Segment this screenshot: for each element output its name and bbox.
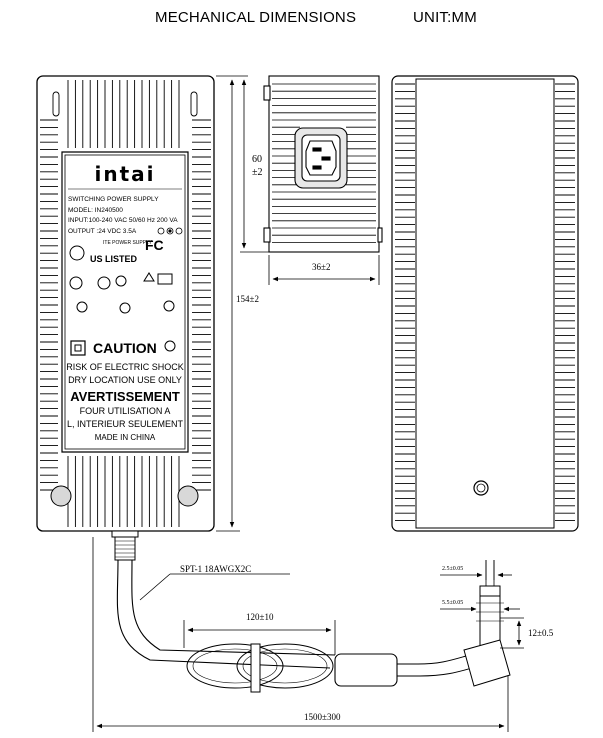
fcc-mark: FC	[145, 237, 164, 253]
plug-pin	[485, 560, 495, 586]
cable-tie-dim-text: 120±10	[246, 612, 274, 622]
top-fins	[67, 80, 180, 148]
cable-tie	[250, 643, 261, 693]
warning-line-2: DRY LOCATION USE ONLY	[68, 375, 182, 385]
label-line-3: INPUT:100-240 VAC 50/60 Hz 200 VA	[68, 217, 178, 224]
cord-coil-2	[236, 643, 334, 689]
cable-length-dim-text: 1500±300	[304, 712, 341, 722]
connector-height-tol: ±2	[252, 167, 263, 178]
v-mark-icon	[164, 340, 176, 352]
nom-mark-icon	[163, 300, 175, 312]
label-frame	[61, 151, 189, 453]
plug-length-dim-text: 12±0.5	[528, 628, 554, 638]
label-line-1: SWITCHING POWER SUPPLY	[68, 196, 159, 203]
dimension-lines	[92, 75, 524, 732]
ul-mark-icon	[69, 245, 85, 261]
warning-fr-line-2: L, INTERIEUR SEULEMENT	[66, 419, 184, 429]
diagram-title: MECHANICAL DIMENSIONS	[155, 9, 357, 26]
warning-triangle-icon	[143, 272, 155, 282]
caution-heading: CAUTION	[93, 340, 157, 356]
power-cord	[111, 530, 511, 693]
back-screw-icon	[473, 480, 489, 496]
iec-inlet-socket	[305, 140, 337, 176]
cord-coil-1	[186, 643, 284, 689]
rohs-mark-icon	[97, 276, 111, 290]
avertissement-heading: AVERTISSEMENT	[70, 389, 180, 404]
cord-to-plug-b	[397, 667, 473, 677]
ferrite-core	[334, 653, 398, 687]
bottom-fins	[67, 456, 180, 527]
left-fins	[40, 119, 58, 491]
ite-text: ITE POWER SUPPLY	[103, 240, 152, 246]
cord-to-plug-a	[397, 655, 467, 665]
back-view	[391, 75, 579, 532]
plug-body	[463, 639, 511, 687]
polarity-symbol-icon	[157, 227, 183, 235]
side-view	[263, 75, 383, 253]
caution-box-icon	[70, 340, 86, 356]
top-left-slot	[52, 91, 60, 117]
ccc-mark-icon	[69, 276, 83, 290]
caution-inner-icon	[74, 344, 82, 352]
saa-mark-icon	[119, 302, 131, 314]
width-dim-text: 36±2	[312, 262, 331, 272]
cord-line-b	[131, 559, 336, 656]
label-line-2: MODEL: IN240500	[68, 207, 123, 214]
front-view	[36, 75, 215, 532]
brand-logo: intai	[94, 162, 156, 186]
side-clip-bottom-left	[263, 227, 271, 243]
right-fins	[192, 119, 211, 491]
cable-spec-text: SPT-1 18AWGX2C	[180, 564, 252, 574]
c-mark-icon	[115, 275, 127, 287]
connector-height-value: 60	[252, 154, 262, 165]
iec-pin-1	[312, 147, 322, 152]
warning-fr-line-1: FOUR UTILISATION A	[79, 406, 171, 416]
ce-mark-icon	[157, 273, 173, 285]
right-foot	[177, 485, 199, 507]
unit-label: UNIT:MM	[413, 9, 477, 26]
iec-pin-3	[312, 165, 322, 170]
height-dim-text: 154±2	[236, 294, 259, 304]
strain-relief-top	[111, 530, 139, 538]
strain-relief-body	[114, 537, 136, 561]
made-in-text: MADE IN CHINA	[94, 433, 156, 442]
kc-mark-icon	[76, 301, 88, 313]
warning-line-1: RISK OF ELECTRIC SHOCK	[66, 362, 184, 372]
cord-line-a	[116, 559, 331, 669]
plug-outer-dim-text: 5.5±0.05	[442, 600, 464, 606]
ul-listed-text: US LISTED	[90, 254, 138, 264]
iec-pin-2	[321, 156, 331, 161]
left-foot	[50, 485, 72, 507]
label-panel	[64, 154, 186, 450]
cert-icons	[69, 245, 176, 356]
top-right-slot	[190, 91, 198, 117]
plug-inner-dim-text: 2.5±0.05	[442, 566, 464, 572]
label-line-4: OUTPUT :24 VDC 3.5A	[68, 228, 137, 235]
back-panel	[415, 78, 555, 529]
side-clip-top-left	[263, 85, 271, 101]
